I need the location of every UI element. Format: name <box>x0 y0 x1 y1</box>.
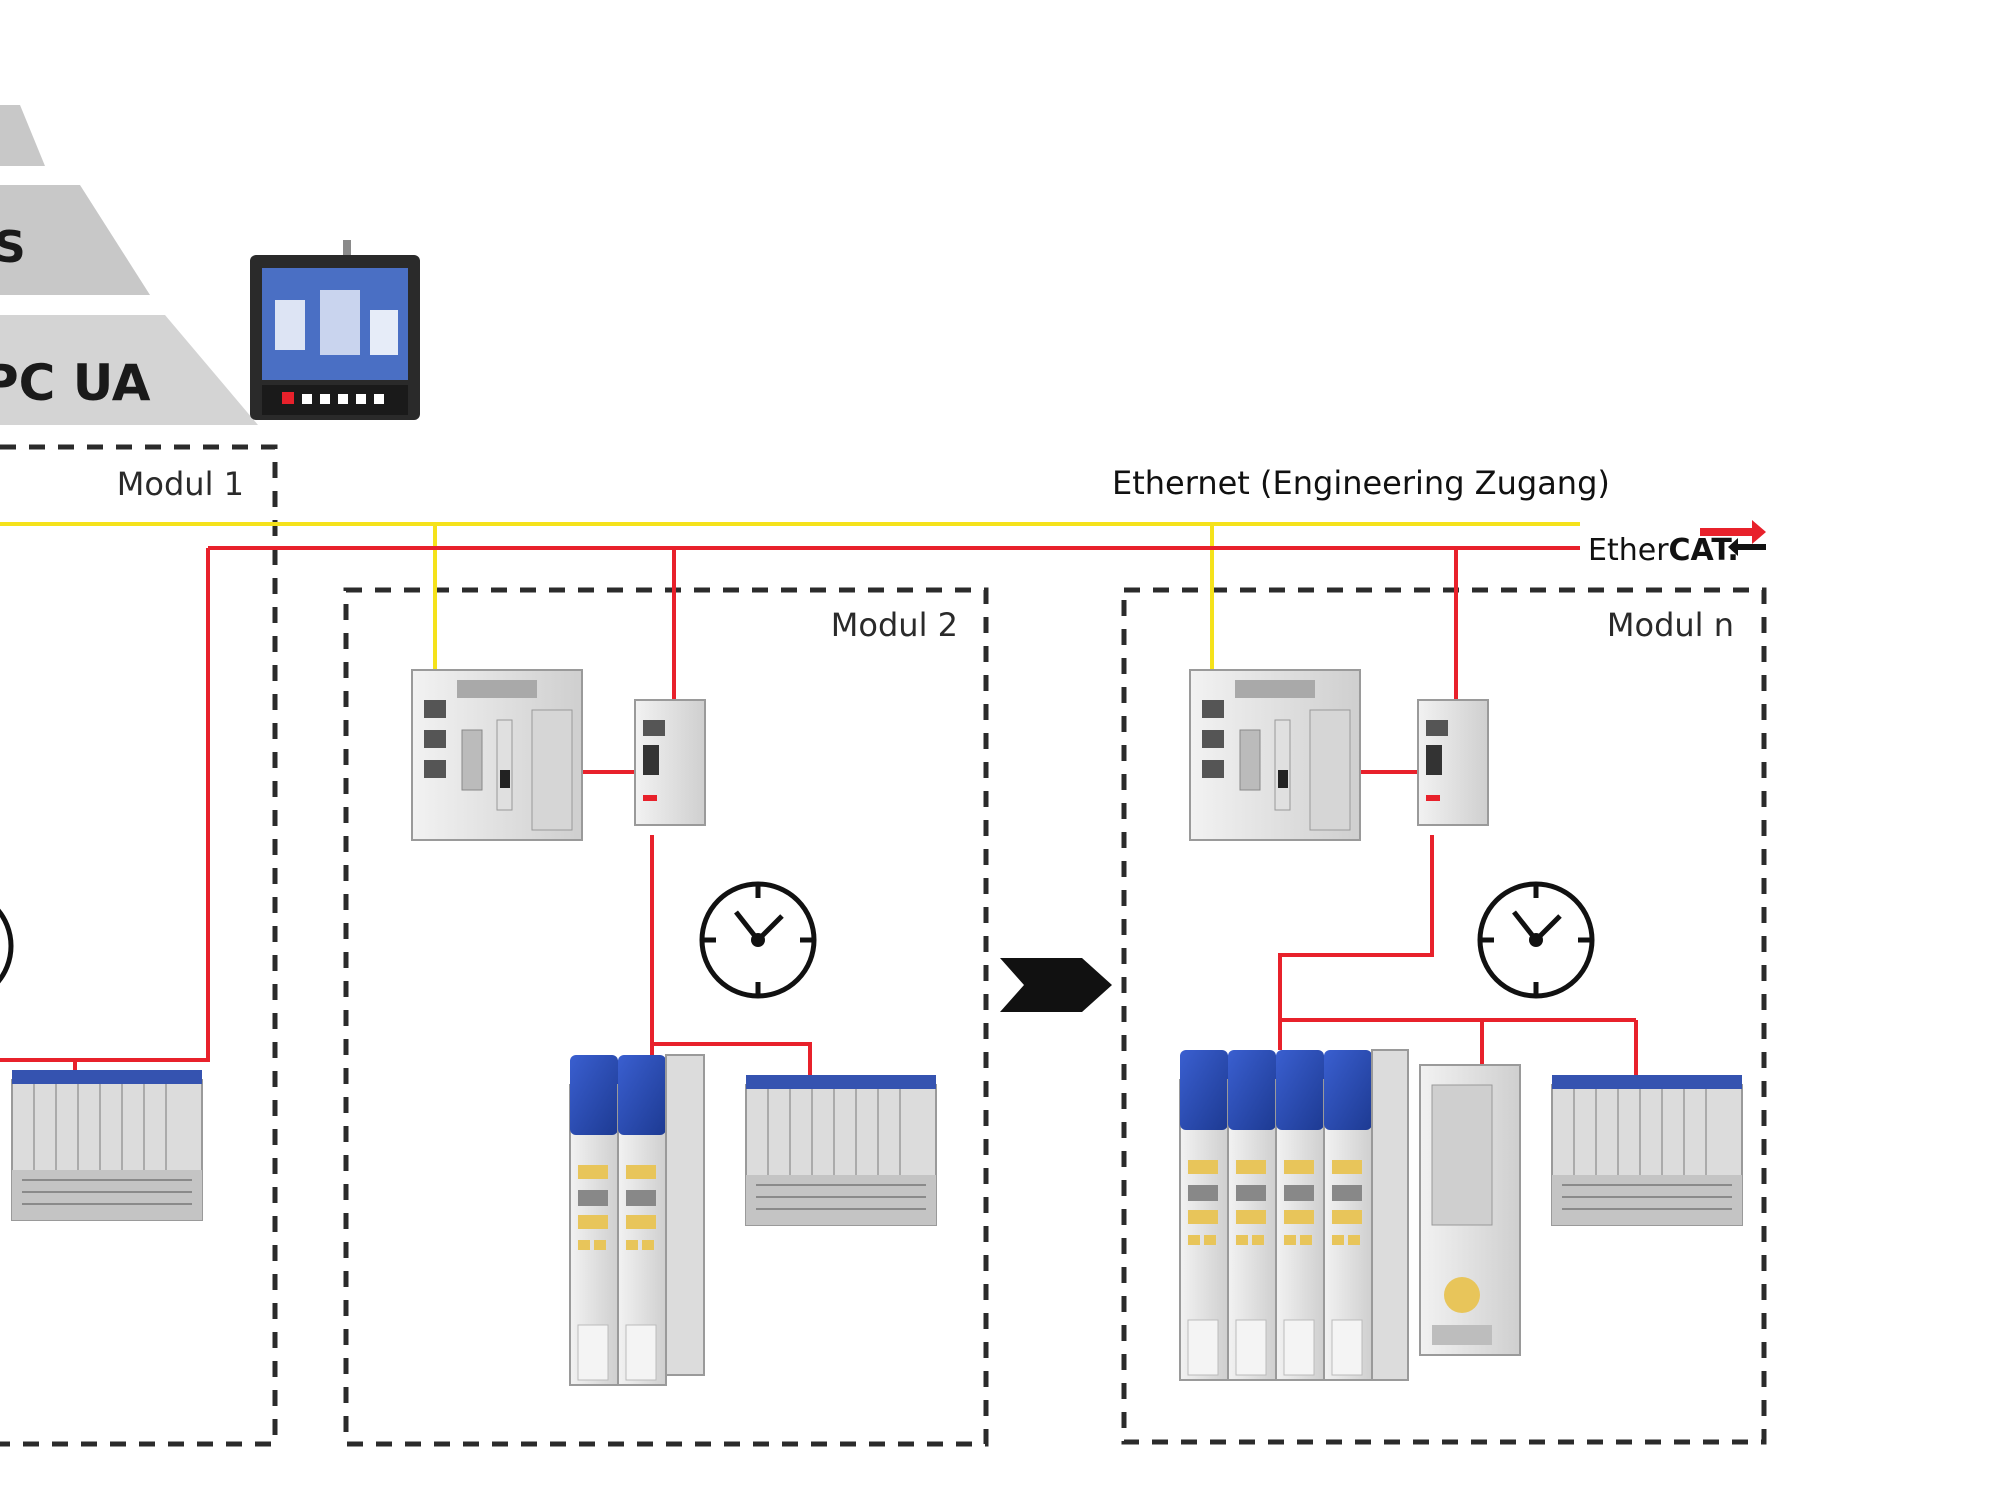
module-n-clock-icon <box>1480 884 1592 996</box>
module-1-io-rack <box>11 1069 203 1221</box>
module-n-coupler <box>1417 699 1489 826</box>
module-n-label: Modul n <box>1607 606 1734 644</box>
module-n-io-rack <box>1551 1074 1743 1226</box>
pyramid-level-2-label: S <box>0 222 26 273</box>
pyramid-level-bottom <box>0 315 258 425</box>
module-n-box <box>1121 587 1767 1445</box>
hmi-panel <box>250 240 420 420</box>
module-n-drive-2 <box>1227 1049 1277 1381</box>
module-n-drive-1 <box>1179 1049 1229 1381</box>
module-1-label: Modul 1 <box>117 465 244 503</box>
module-n-servo-inverter <box>1419 1064 1521 1356</box>
module-2-coupler <box>634 699 706 826</box>
pyramid-level-3-label: PC UA <box>0 354 151 412</box>
pyramid-level-middle <box>0 185 150 295</box>
module-2-box <box>343 587 989 1447</box>
chevron-right-icon <box>1000 958 1112 1012</box>
module-2-clock-icon <box>702 884 814 996</box>
pyramid-level-top <box>0 105 45 166</box>
module-n-drive-side <box>1371 1049 1409 1381</box>
automation-pyramid: S PC UA <box>0 105 258 425</box>
module-2-controller <box>411 669 583 841</box>
ethernet-label: Ethernet (Engineering Zugang) <box>1112 464 1610 502</box>
module-1-clock-partial <box>0 908 14 984</box>
module-n-drive-3 <box>1275 1049 1325 1381</box>
module-2-drive-1 <box>569 1054 619 1386</box>
module-1-box <box>0 444 278 1447</box>
ethercat-bus <box>0 546 1638 1075</box>
module-n-controller <box>1189 669 1361 841</box>
ethercat-prefix: Ether <box>1588 533 1669 568</box>
ethercat-suffix: CAT. <box>1669 533 1739 568</box>
ethercat-logo: EtherCAT. <box>1588 520 1766 568</box>
module-n-drive-4 <box>1323 1049 1373 1381</box>
module-2-drive-2 <box>617 1054 667 1386</box>
module-2-drive-side <box>665 1054 705 1376</box>
svg-text:EtherCAT.: EtherCAT. <box>1588 533 1739 568</box>
module-2-label: Modul 2 <box>831 606 958 644</box>
module-2-io-rack <box>745 1074 937 1226</box>
